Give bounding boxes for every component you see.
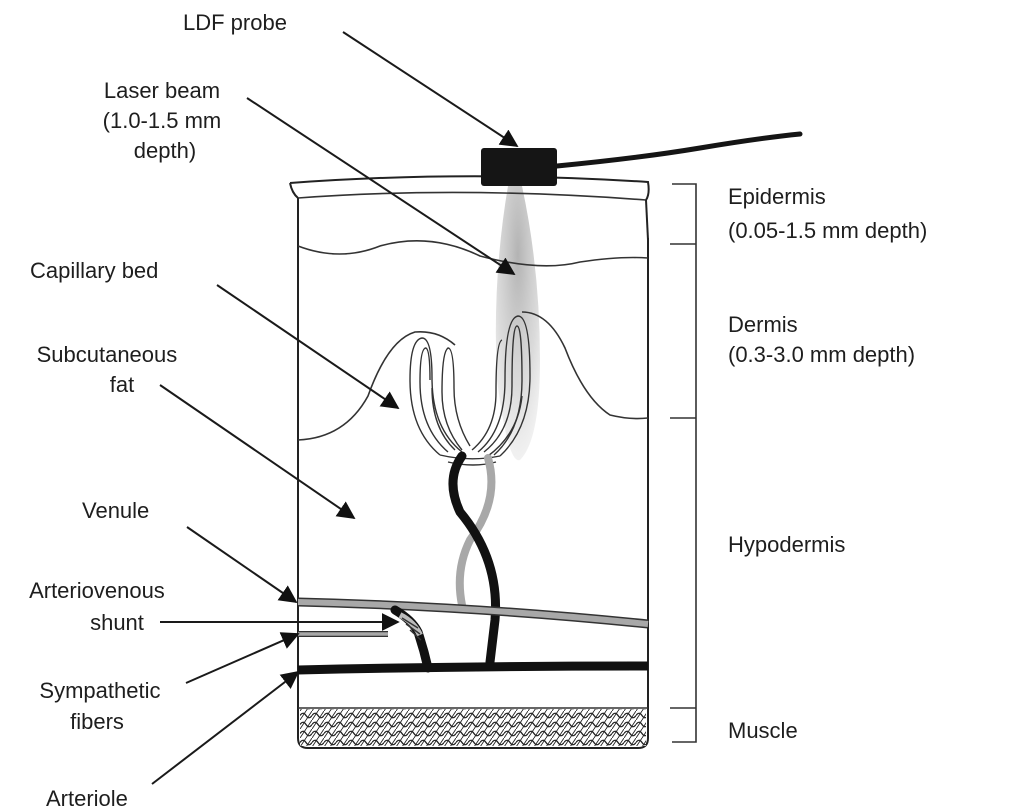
- epidermis-dermis-boundary: [298, 241, 648, 266]
- arrow-venule: [187, 527, 296, 602]
- label-arteriovenous-shunt: Arteriovenous shunt: [29, 578, 171, 635]
- label-muscle: Muscle: [728, 718, 798, 743]
- arteriole-vessel: [298, 666, 648, 670]
- ldf-probe: [481, 134, 800, 186]
- arteriovenous-shunt: [395, 610, 428, 668]
- arrow-arteriole: [152, 672, 298, 784]
- layer-brackets: [670, 184, 696, 742]
- label-hypodermis: Hypodermis: [728, 532, 845, 557]
- muscle-layer: [300, 709, 646, 746]
- arrow-capillary-bed: [217, 285, 398, 408]
- arrow-sympathetic-fibers: [186, 634, 298, 683]
- label-laser-beam: Laser beam (1.0-1.5 mm depth): [103, 78, 228, 163]
- arrow-laser-beam: [247, 98, 514, 274]
- label-arteriole: Arteriole: [46, 786, 128, 811]
- label-dermis: Dermis (0.3-3.0 mm depth): [728, 312, 915, 367]
- label-capillary-bed: Capillary bed: [30, 258, 158, 283]
- label-epidermis: Epidermis (0.05-1.5 mm depth): [728, 184, 927, 243]
- tissue-block: [290, 176, 649, 748]
- arrow-ldf-probe: [343, 32, 517, 146]
- label-subcutaneous-fat: Subcutaneous fat: [37, 342, 184, 397]
- arrow-subcutaneous-fat: [160, 385, 354, 518]
- laser-beam-cone: [496, 186, 540, 460]
- label-ldf-probe: LDF probe: [183, 10, 287, 35]
- label-sympathetic-fibers: Sympathetic fibers: [39, 678, 166, 734]
- label-venule: Venule: [82, 498, 149, 523]
